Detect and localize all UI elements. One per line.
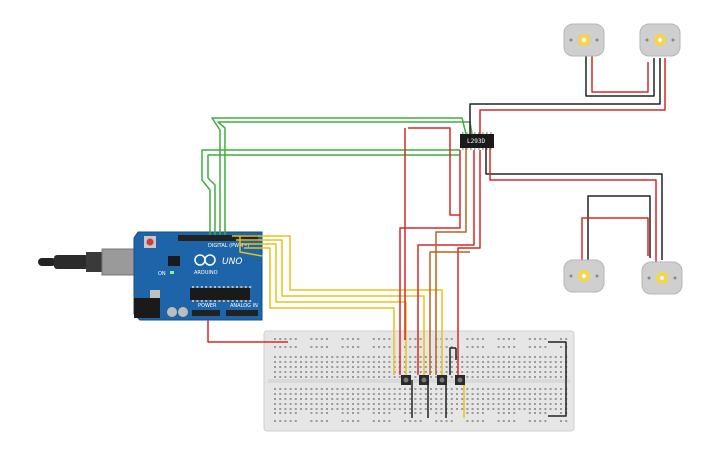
uno-text: UNO <box>222 257 242 267</box>
crystal <box>150 290 160 298</box>
red-wire <box>457 150 481 375</box>
dc-motor-icon[interactable] <box>563 23 605 57</box>
pushbuttons <box>401 375 465 385</box>
arduino-logo-icon <box>194 254 216 266</box>
orange-wire <box>429 251 470 375</box>
green-wire <box>211 117 467 235</box>
arduino-brand-text: ARDUINO <box>194 270 218 276</box>
yellow-wire <box>244 247 395 375</box>
arduino-uno-board[interactable]: DIGITAL (PWM~) ARDUINO UNO POWER ANALOG … <box>38 231 263 321</box>
dc-motors <box>563 23 683 295</box>
digital-header <box>178 235 258 241</box>
red-wire <box>408 127 460 216</box>
digital-label: DIGITAL (PWM~) <box>208 243 250 249</box>
red-wire <box>417 150 475 375</box>
black-wire <box>469 58 661 134</box>
atmega-chip <box>190 288 250 300</box>
black-wire <box>449 347 456 375</box>
power-header <box>192 310 220 316</box>
atmega-pins <box>192 286 252 302</box>
capacitor <box>167 307 177 317</box>
green-wire <box>217 121 473 235</box>
yellow-wire <box>239 236 263 257</box>
pushbutton[interactable] <box>401 375 411 385</box>
green-wire <box>207 154 460 235</box>
yellow-wire <box>240 243 407 375</box>
red-wire <box>581 217 649 262</box>
analog-header <box>226 310 258 316</box>
green-wire <box>201 149 460 235</box>
black-wire <box>587 195 651 262</box>
power-jack <box>134 298 160 318</box>
driver-chip-label: L293D <box>467 138 485 145</box>
pushbutton[interactable] <box>455 375 465 385</box>
motor-driver-chip[interactable]: L293D <box>460 132 494 150</box>
dc-motor-icon[interactable] <box>563 259 605 293</box>
dc-motor-icon[interactable] <box>639 23 681 57</box>
usb-chip <box>168 256 180 266</box>
on-label: ON <box>158 271 166 277</box>
red-wire <box>591 56 649 93</box>
yellow-wire <box>236 239 425 375</box>
usb-cable <box>38 248 135 276</box>
pushbutton[interactable] <box>437 375 447 385</box>
red-wire <box>207 320 288 343</box>
black-wire <box>485 148 663 260</box>
black-wire <box>585 56 655 97</box>
black-wire <box>548 341 567 417</box>
on-led <box>170 271 174 274</box>
wires <box>201 56 666 418</box>
pushbutton[interactable] <box>419 375 429 385</box>
red-wire <box>399 150 461 375</box>
yellow-wire <box>232 235 443 375</box>
analog-label: ANALOG IN <box>230 303 258 309</box>
red-wire <box>489 148 657 262</box>
red-wire <box>479 58 666 134</box>
breadboard-holes <box>274 356 568 410</box>
capacitor <box>178 307 188 317</box>
power-label: POWER <box>198 303 217 309</box>
dc-motor-icon[interactable] <box>641 261 683 295</box>
orange-wire <box>435 148 467 375</box>
